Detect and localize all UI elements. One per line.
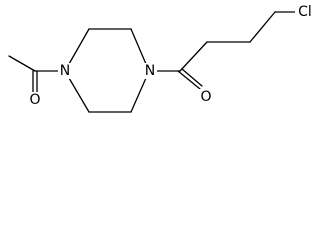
atom-n-left: N	[60, 63, 70, 79]
bond-chain-1	[179, 41, 208, 72]
bond-ring-n-left-top	[68, 28, 90, 65]
bond-ring-top-right	[130, 28, 147, 65]
bond-carbonyl-c-o-a	[177, 70, 201, 90]
bond-chain-3	[249, 11, 276, 43]
structure-diagram: N N O O Cl	[8, 4, 312, 113]
bond-ring-bottom-left	[68, 77, 90, 113]
atom-o-carbonyl: O	[200, 89, 211, 105]
bond-carbonyl-c-o-b	[181, 68, 203, 87]
atom-n-right: N	[145, 63, 155, 79]
atom-o-acetyl: O	[29, 92, 40, 108]
bond-methyl-acetyl-carbon	[8, 55, 36, 72]
atom-cl: Cl	[298, 4, 312, 20]
bond-ring-right-bottom	[130, 77, 147, 113]
